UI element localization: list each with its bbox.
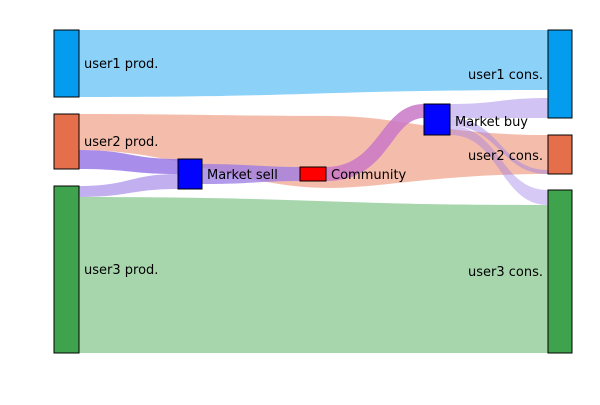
flow-market-buy-to-user3-cons <box>450 126 548 205</box>
flow-user1-prod-to-user1-cons <box>79 30 548 97</box>
node-user1-cons <box>547 29 573 119</box>
labels: user1 prod. user2 prod. user3 prod. Mark… <box>84 57 543 280</box>
flow-market-buy-to-user2-cons <box>450 118 548 174</box>
flow-user3-prod-to-market-sell <box>79 174 178 197</box>
node-user2-prod <box>53 113 80 170</box>
nodes <box>53 29 573 354</box>
label-user1-prod: user1 prod. <box>84 57 158 72</box>
node-user1-prod <box>53 29 80 98</box>
label-user2-prod: user2 prod. <box>84 135 158 150</box>
label-community: Community <box>331 168 407 183</box>
flow-market-sell-to-community <box>202 164 300 184</box>
flow-market-buy-to-user1-cons <box>450 98 548 118</box>
node-user3-prod <box>53 185 80 354</box>
flow-user2-prod-to-market-sell <box>79 150 178 174</box>
node-market-sell <box>177 158 203 190</box>
node-community <box>299 166 327 182</box>
label-user3-cons: user3 cons. <box>468 265 543 280</box>
label-market-buy: Market buy <box>455 115 528 130</box>
node-user2-cons <box>547 134 573 175</box>
flow-community-to-market-buy <box>326 104 424 181</box>
label-user3-prod: user3 prod. <box>84 263 158 278</box>
label-market-sell: Market sell <box>207 168 278 183</box>
node-market-buy <box>423 103 451 136</box>
label-user1-cons: user1 cons. <box>468 68 543 83</box>
label-user2-cons: user2 cons. <box>468 149 543 164</box>
node-user3-cons <box>547 189 573 354</box>
flow-user3-prod-to-user3-cons <box>79 197 548 353</box>
